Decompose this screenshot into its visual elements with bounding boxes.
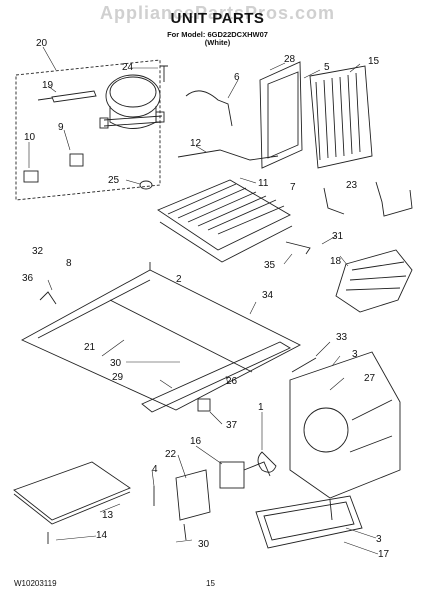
- fan-motor-part: [219, 461, 245, 489]
- callout-21: 21: [84, 342, 96, 353]
- callout-22: 22: [165, 449, 177, 460]
- callout-14: 14: [96, 530, 108, 541]
- callout-34: 34: [262, 290, 274, 301]
- condenser-coil-part: [157, 179, 293, 263]
- diagram-title: UNIT PARTS: [170, 10, 265, 27]
- relay-part: [23, 170, 39, 183]
- condenser-shroud-part: [259, 61, 303, 169]
- callout-20: 20: [36, 38, 48, 49]
- callout-27: 27: [364, 373, 376, 384]
- insulation-pad-part: [13, 461, 131, 521]
- screw-33-part: [291, 357, 317, 373]
- drier-tube-part: [177, 149, 279, 161]
- color-line: (White): [204, 38, 231, 47]
- callout-16: 16: [190, 436, 202, 447]
- page-number: 15: [206, 579, 215, 588]
- bushing-part: [285, 241, 311, 255]
- overload-relay-part: [51, 90, 97, 103]
- callout-9: 9: [58, 122, 64, 133]
- callout-36: 36: [22, 273, 34, 284]
- callout-1: 1: [258, 402, 264, 413]
- callout-15: 15: [368, 56, 380, 67]
- callout-25: 25: [108, 175, 120, 186]
- callout-12: 12: [190, 138, 202, 149]
- callout-29: 29: [112, 372, 124, 383]
- callout-32: 32: [32, 246, 44, 257]
- callout-28: 28: [284, 54, 296, 65]
- callout-3-lower: 3: [376, 534, 382, 545]
- callout-6: 6: [234, 72, 240, 83]
- callout-11: 11: [258, 178, 269, 189]
- screw-3b-part: [329, 499, 333, 521]
- evaporator-coil-part: [309, 65, 373, 169]
- callout-5: 5: [324, 62, 330, 73]
- callout-35: 35: [264, 260, 276, 271]
- callout-24: 24: [122, 62, 134, 73]
- plug-part: [197, 398, 211, 412]
- fan-bracket-part: [289, 351, 401, 499]
- leader-lines: [28, 46, 379, 555]
- screw-30b-part: [183, 523, 187, 541]
- callout-4: 4: [152, 464, 158, 475]
- site-watermark: AppliancePartsPros.com: [99, 3, 336, 23]
- drain-pan-part: [255, 495, 363, 549]
- grommet-part: [139, 180, 153, 190]
- screw-24-part: [160, 65, 168, 82]
- callout-19: 19: [42, 80, 54, 91]
- model-line: For Model: 6GD22DCXHW07: [167, 30, 268, 39]
- callout-37: 37: [226, 420, 238, 431]
- callout-17: 17: [378, 549, 390, 560]
- callout-labels: 20 19 24 6 28 5 15 10 9 12 25 11 7 23 32…: [22, 38, 390, 560]
- callout-7: 7: [290, 182, 296, 193]
- clip-23-part: [375, 181, 413, 217]
- callout-8: 8: [66, 258, 72, 269]
- callout-18: 18: [330, 256, 342, 267]
- callout-23: 23: [346, 180, 358, 191]
- compressor-part: [99, 74, 165, 129]
- bracket-7-part: [323, 187, 345, 215]
- callout-31: 31: [332, 231, 344, 242]
- callout-30: 30: [110, 358, 122, 369]
- tube-6-part: [185, 90, 233, 127]
- callout-26: 26: [226, 376, 238, 387]
- rail-29-part: [141, 341, 291, 413]
- callout-33: 33: [336, 332, 348, 343]
- callout-13: 13: [102, 510, 114, 521]
- base-pan-part: [20, 262, 301, 411]
- wire-harness-part: [335, 249, 413, 313]
- callout-30-lower: 30: [198, 539, 210, 550]
- compressor-group-outline: [15, 59, 161, 201]
- capacitor-part: [69, 153, 84, 167]
- callout-3: 3: [352, 349, 358, 360]
- fan-blade-part: [243, 451, 277, 477]
- motor-bracket-part: [175, 469, 211, 521]
- callout-10: 10: [24, 132, 36, 143]
- document-number: W10203119: [14, 579, 57, 588]
- callout-2: 2: [176, 274, 182, 285]
